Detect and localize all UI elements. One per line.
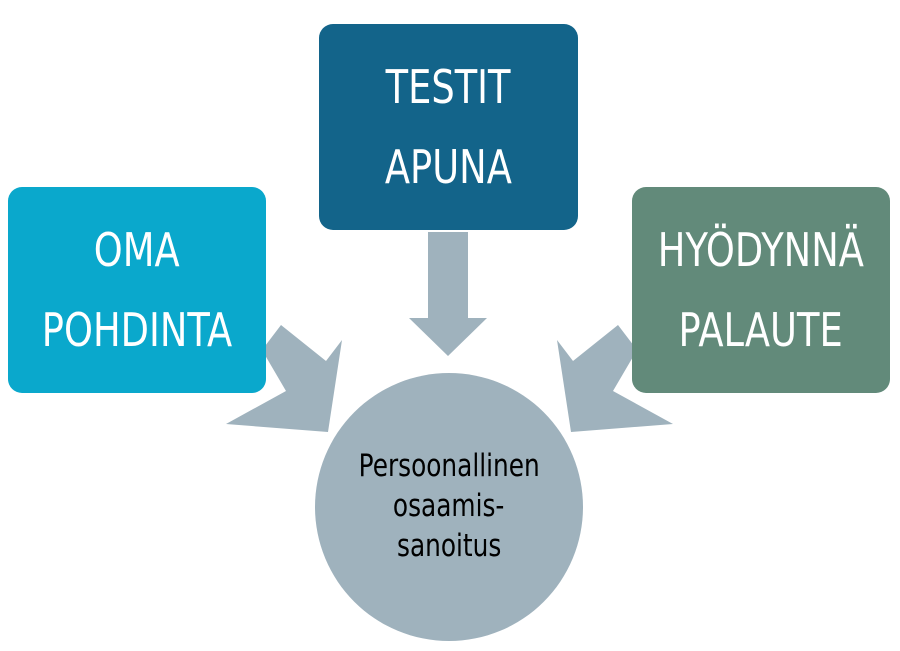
box-left-line-1: OMA (94, 223, 180, 277)
center-circle: Persoonallinen osaamis- sanoitus (315, 373, 583, 641)
box-testit-apuna: TESTIT APUNA (319, 24, 578, 230)
box-right-line-1: HYÖDYNNÄ (657, 223, 865, 277)
box-right-line-2: PALAUTE (678, 303, 844, 357)
box-top-line-1: TESTIT (386, 60, 511, 114)
box-oma-pohdinta: OMA POHDINTA (8, 187, 266, 393)
arrow-right-to-center (557, 325, 673, 432)
arrow-top-to-center (409, 232, 487, 356)
center-line-3: sanoitus (396, 527, 502, 564)
center-line-1: Persoonallinen (358, 448, 540, 485)
center-line-2: osaamis- (393, 488, 505, 525)
box-left-line-2: POHDINTA (41, 303, 233, 357)
arrow-left-to-center (226, 325, 342, 432)
box-top-line-2: APUNA (384, 140, 512, 194)
box-hyodynna-palaute: HYÖDYNNÄ PALAUTE (632, 187, 890, 393)
